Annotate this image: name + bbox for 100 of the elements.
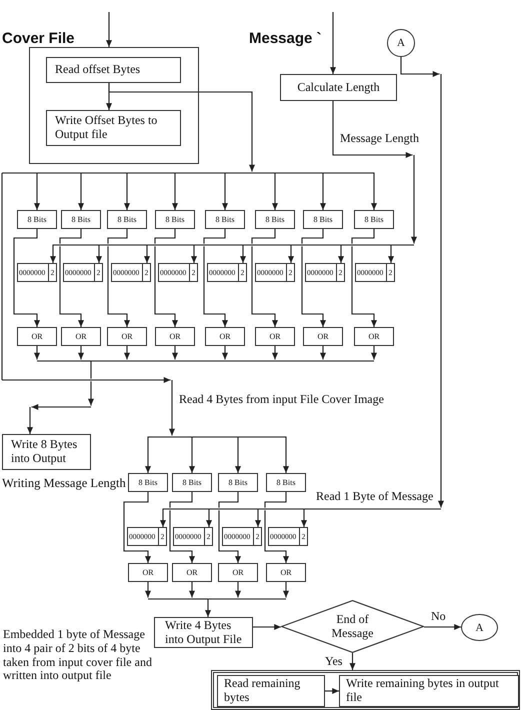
register-box [305,263,345,282]
or-gate-box [128,563,168,582]
gate-label: OR [186,568,198,577]
bits-label: 8 Bits [276,478,296,487]
or-gate-box [17,327,57,346]
gate-label: OR [169,332,181,341]
arrow [388,244,414,263]
bits-label: 8 Bits [182,478,202,487]
connector-label: A [397,37,405,49]
arrow [189,582,195,598]
byte-box [218,473,258,492]
edge-label: Message Length [340,132,419,146]
arrow [145,582,151,598]
arrow [252,172,377,210]
arrow [330,12,336,74]
arrow [424,624,461,630]
bits-label: 8 Bits [216,215,234,224]
caption-text: Writing Message Length [2,476,126,490]
arrow [172,436,289,473]
or-gate-box [205,327,245,346]
arrow [325,688,339,694]
byte-box [303,210,343,229]
arrow [283,582,289,598]
arrow [371,346,377,360]
byte-box [61,210,101,229]
arrow [203,228,228,328]
arrow [351,228,377,328]
byte-box [205,210,245,229]
or-gate-box [218,563,258,582]
arrow [301,508,441,527]
bits-label: 8 Bits [138,478,158,487]
process-box [154,617,253,648]
process-box [46,57,181,83]
bits-label: 8 Bits [314,215,332,224]
gate-label: OR [219,332,231,341]
group-frame [29,47,199,164]
bits-label: 8 Bits [166,215,184,224]
step-text: Write remaining bytes in output file [346,677,500,705]
process-box [280,74,397,101]
connector-line [81,360,91,362]
gate-label: OR [142,568,154,577]
register-box [17,263,57,282]
arrow [88,360,94,406]
arrow [59,228,84,328]
register-box [127,527,167,546]
arrow [34,346,40,360]
gate-label: OR [317,332,329,341]
register-box [173,527,213,546]
byte-box [128,473,168,492]
arrow [301,228,326,328]
bits-label: 8 Bits [364,215,384,224]
arrow [123,492,151,563]
byte-box [266,473,306,492]
connector-line [208,598,286,600]
gate-label: OR [31,332,43,341]
arrow [13,229,40,327]
arrow [350,653,356,670]
connector-line [192,598,208,600]
arrow [78,346,84,360]
byte-box [354,210,394,229]
edge-label: Message ` [249,30,322,48]
process-box [2,434,91,470]
step-text: Read remaining bytes [224,677,302,705]
byte-box [255,210,295,229]
process-box [46,110,181,146]
bits-label: 8 Bits [118,215,136,224]
byte-box [107,210,147,229]
arrow [172,346,178,360]
connector-line [2,172,252,174]
arrow [218,491,241,564]
bits-label: 8 Bits [266,215,284,224]
step-text: Calculate Length [297,80,380,94]
or-gate-box [172,563,212,582]
arrow [169,491,195,564]
bits-label: 8 Bits [28,215,46,224]
or-gate-box [354,327,394,346]
arrow [107,228,130,328]
gate-label: OR [280,568,292,577]
gate-label: OR [121,332,133,341]
arrow [145,436,172,473]
decision-text: End of Message [330,612,374,640]
arrow [2,377,171,383]
arrow [332,101,413,158]
bits-label: 8 Bits [72,215,90,224]
arrow [205,599,211,617]
step-text: Write 8 Bytes into Output [11,438,78,466]
register-box [255,263,295,282]
note-text: Embedded 1 byte of Message into 4 pair of 2 bits of 4 byte taken from input cover file and written into output file [3,628,154,684]
edge-label: Read 1 Byte of Message [316,490,434,504]
register-box [355,263,395,282]
connector-line [91,360,374,362]
register-box [111,263,151,282]
arrow [222,346,228,360]
arrow [27,407,33,434]
process-box [339,675,519,707]
arrow [411,155,417,244]
or-gate-box [303,327,343,346]
register-box [222,527,262,546]
gate-label: OR [269,332,281,341]
arrow [438,74,444,508]
